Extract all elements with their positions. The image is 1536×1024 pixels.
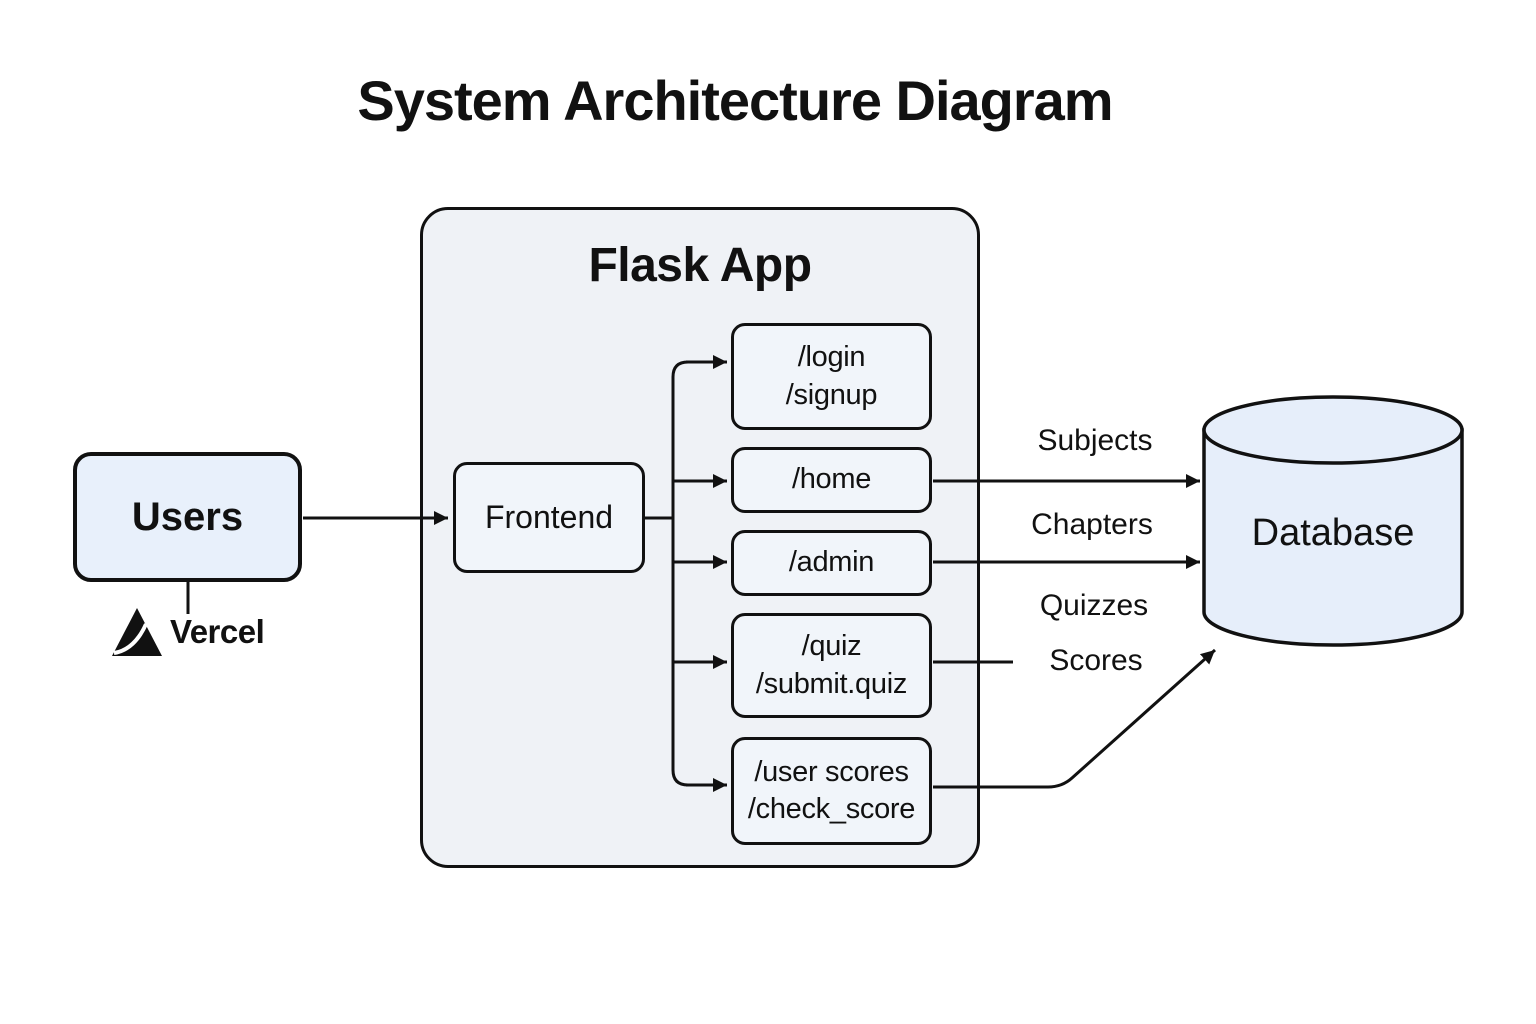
vercel-logo: Vercel (112, 608, 265, 656)
edge-label-subjects: Subjects (1037, 424, 1153, 457)
users-label: Users (131, 494, 244, 539)
vercel-triangle-icon (112, 608, 162, 656)
frontend-label: Frontend (484, 499, 614, 535)
vercel-label: Vercel (170, 613, 265, 650)
route-line: /login (797, 341, 866, 374)
route-box-user-scores-check-score: /user scores /check_score (731, 737, 932, 845)
route-line: /submit.quiz (755, 667, 908, 700)
route-box-home: /home (731, 447, 932, 513)
edge-label-quizzes: Quizzes (1039, 589, 1149, 622)
route-line: /quiz (801, 630, 862, 663)
route-box-login-signup: /login /signup (731, 323, 932, 430)
route-box-quiz-submit: /quiz /submit.quiz (731, 613, 932, 718)
route-line: /check_score (747, 793, 916, 825)
database-label: Database (1251, 512, 1415, 554)
frontend-box: Frontend (453, 462, 645, 573)
page-title: System Architecture Diagram (357, 69, 1113, 132)
route-line: /home (791, 463, 872, 496)
edge-label-scores: Scores (1049, 644, 1143, 677)
route-line: /signup (785, 378, 878, 411)
route-box-admin: /admin (731, 530, 932, 596)
route-line: /user scores (754, 755, 909, 788)
users-box: Users (73, 452, 302, 582)
route-line: /admin (788, 546, 875, 579)
edge-label-chapters: Chapters (1031, 508, 1153, 541)
database-cylinder-top (1202, 395, 1464, 465)
flask-app-title: Flask App (588, 239, 812, 292)
